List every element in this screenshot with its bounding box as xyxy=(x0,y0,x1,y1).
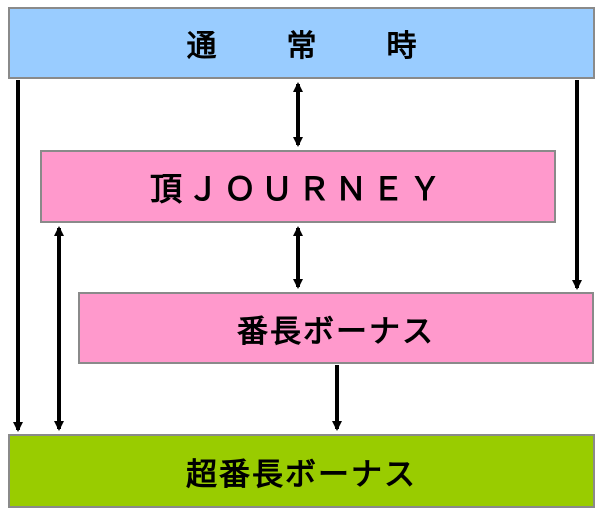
state-label-bancho-bonus: 番長ボーナス xyxy=(237,313,435,350)
state-box-journey: 頂ＪＯＵＲＮＥＹ xyxy=(40,150,556,223)
state-box-super-bancho-bonus: 超番長ボーナス xyxy=(8,434,595,508)
state-box-bancho-bonus: 番長ボーナス xyxy=(78,292,594,364)
state-label-super-bancho-bonus: 超番長ボーナス xyxy=(186,456,417,493)
state-label-journey: 頂ＪＯＵＲＮＥＹ xyxy=(149,169,446,208)
state-label-normal: 通 常 時 xyxy=(186,29,437,64)
state-box-normal: 通 常 時 xyxy=(8,7,595,79)
